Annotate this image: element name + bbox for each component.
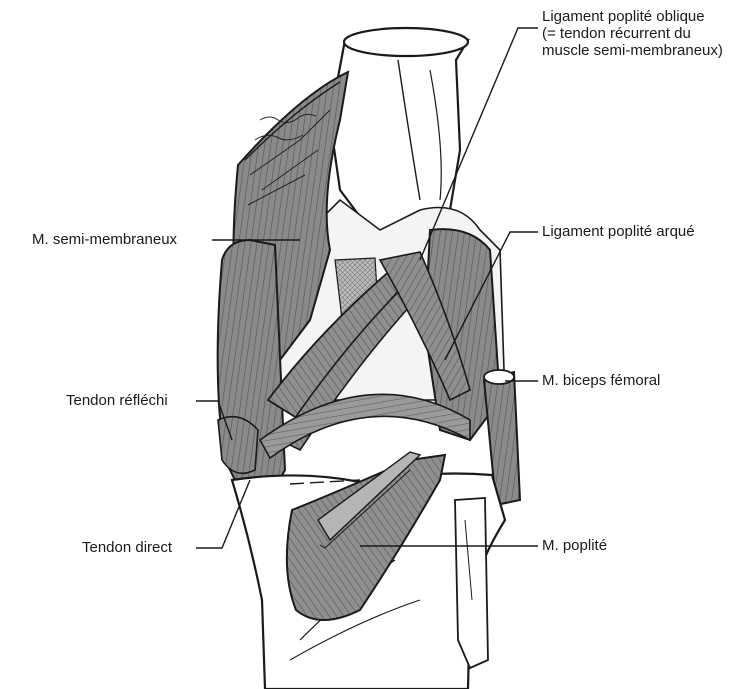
fibula	[455, 498, 488, 668]
label-ligament-poplite-oblique: Ligament poplité oblique (= tendon récur…	[542, 8, 723, 59]
label-ligament-poplite-arque: Ligament poplité arqué	[542, 223, 695, 240]
femur	[330, 28, 468, 235]
label-line: Ligament poplité oblique	[542, 8, 723, 25]
label-tendon-reflechi: Tendon réfléchi	[66, 392, 168, 409]
label-line: (= tendon récurrent du	[542, 25, 723, 42]
label-semi-membraneux: M. semi-membraneux	[32, 231, 177, 248]
direct-tendon	[218, 417, 258, 474]
label-poplite: M. poplité	[542, 537, 607, 554]
label-line: muscle semi-membraneux)	[542, 42, 723, 59]
label-tendon-direct: Tendon direct	[82, 539, 172, 556]
label-biceps-femoral: M. biceps fémoral	[542, 372, 660, 389]
